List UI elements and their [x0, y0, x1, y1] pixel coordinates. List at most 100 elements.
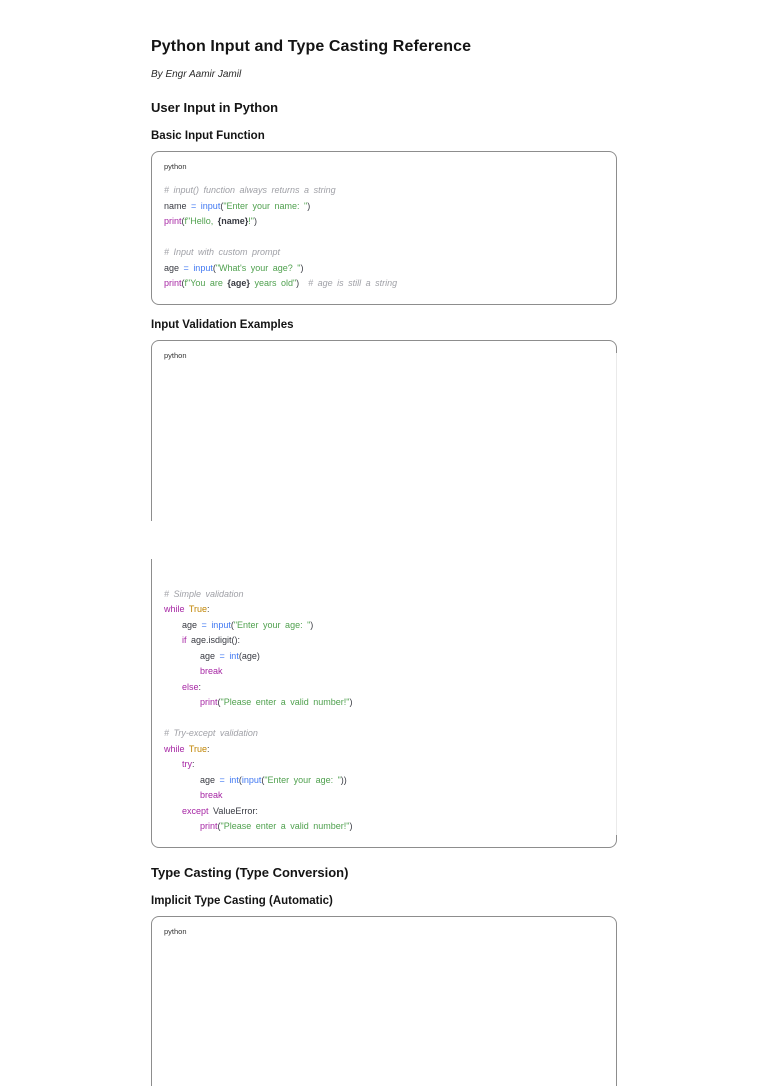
code-line: name = input("Enter your name: ") — [164, 199, 604, 215]
code-token-tx: ValueError: — [208, 805, 258, 816]
code-token-tx: : — [207, 604, 210, 614]
heading-input-validation: Input Validation Examples — [151, 318, 294, 331]
code-token-st: !" — [248, 216, 254, 226]
code-token-st: years old" — [249, 278, 297, 288]
code-token-tx: ) — [296, 278, 309, 288]
code-line — [164, 230, 604, 246]
code-line: # Try-except validation — [164, 726, 604, 742]
code-line: while True: — [164, 742, 604, 758]
document-page: Python Input and Type Casting Reference … — [151, 0, 617, 1086]
code-token-fn: input — [200, 200, 221, 211]
code-token-tx: age — [164, 774, 220, 785]
code-token-st: "Please enter a valid number!" — [220, 697, 350, 707]
code-line: # input() function always returns a stri… — [164, 183, 604, 199]
blank-page-space — [164, 372, 604, 587]
code-token-tx: age.isdigit(): — [186, 635, 241, 645]
code-token-st: "Please enter a valid number!" — [220, 821, 350, 831]
code-token-tx: ( — [212, 262, 216, 273]
code-token-tx: ) — [310, 619, 314, 630]
code-language-label: python — [164, 350, 187, 360]
code-language-label: python — [164, 926, 187, 936]
code-line: if age.isdigit(): — [164, 633, 604, 649]
code-token-st: "What's your age? " — [215, 262, 301, 273]
code-token-or: True — [188, 743, 208, 754]
code-line: age = input("What's your age? ") — [164, 261, 604, 277]
code-token-tx: ) — [349, 821, 353, 831]
code-line: break — [164, 788, 604, 804]
code-token-op: = — [201, 619, 207, 630]
border-fade-artifact — [615, 352, 617, 835]
code-token-tx — [164, 635, 182, 645]
code-token-kw: else — [182, 681, 199, 692]
code-token-tx — [164, 821, 200, 831]
code-token-tx: ( — [230, 619, 234, 630]
code-token-st: "Enter your age: " — [233, 619, 311, 630]
code-token-tx — [164, 697, 200, 707]
code-line: age = int(input("Enter your age: ")) — [164, 773, 604, 789]
code-token-st: f"Hello, — [184, 216, 218, 226]
code-token-tx: ( — [181, 216, 185, 226]
code-token-tx — [164, 759, 182, 769]
code-line: else: — [164, 680, 604, 696]
code-line: print(f"You are {age} years old") # age … — [164, 276, 604, 292]
heading-basic-input: Basic Input Function — [151, 130, 265, 142]
code-token-tx: ( — [217, 697, 221, 707]
code-token-br: {name} — [217, 216, 249, 226]
code-token-cm: # age is still a string — [308, 278, 398, 288]
code-token-kw: print — [200, 697, 218, 707]
code-token-cm: # Try-except validation — [164, 728, 258, 738]
code-token-kw: print — [200, 821, 218, 831]
code-token-op: = — [219, 774, 225, 785]
code-token-op: = — [183, 262, 189, 273]
code-token-tx: : — [192, 759, 195, 769]
code-line: break — [164, 664, 604, 680]
code-token-op: = — [191, 200, 197, 211]
code-token-tx: age — [164, 262, 184, 273]
page-title: Python Input and Type Casting Reference — [151, 38, 472, 55]
code-token-tx — [164, 666, 200, 676]
code-token-op: = — [219, 650, 225, 661]
code-language-label: python — [164, 162, 187, 171]
code-token-kw: break — [200, 790, 223, 800]
code-token-tx: ) — [300, 262, 304, 273]
code-token-kw: try — [182, 759, 193, 769]
code-line — [164, 711, 604, 727]
author-byline: By Engr Aamir Jamil — [151, 69, 242, 80]
code-token-tx: ( — [181, 278, 185, 288]
code-content: # input() function always returns a stri… — [164, 183, 604, 292]
code-token-tx — [164, 790, 200, 800]
code-line: print("Please enter a valid number!") — [164, 695, 604, 711]
code-token-fn: input — [241, 774, 262, 785]
code-token-kw: except — [182, 805, 209, 816]
code-token-cm: # Input with custom prompt — [164, 247, 281, 257]
code-line: print("Please enter a valid number!") — [164, 819, 604, 835]
code-line: # Simple validation — [164, 587, 604, 603]
heading-type-casting: Type Casting (Type Conversion) — [151, 864, 349, 880]
code-block-implicit-casting: python — [151, 915, 617, 1086]
code-line: age = input("Enter your age: ") — [164, 618, 604, 634]
code-line: while True: — [164, 602, 604, 618]
code-token-kw: break — [200, 666, 223, 676]
code-token-fn: int — [229, 650, 239, 661]
heading-user-input: User Input in Python — [151, 100, 279, 115]
code-line: except ValueError: — [164, 804, 604, 820]
code-token-kw: print — [164, 278, 182, 288]
code-line: print(f"Hello, {name}!") — [164, 214, 604, 230]
code-token-tx: ( — [261, 774, 265, 785]
code-token-or: True — [188, 604, 208, 614]
code-line: try: — [164, 757, 604, 773]
code-token-kw: if — [182, 635, 187, 645]
code-token-tx: : — [198, 681, 202, 692]
code-token-tx: age — [164, 650, 220, 661]
border-gap-artifact — [151, 520, 153, 559]
code-token-tx: ( — [220, 200, 224, 211]
heading-implicit-casting: Implicit Type Casting (Automatic) — [151, 894, 333, 907]
code-token-tx: name — [164, 200, 192, 211]
code-token-kw: while — [164, 604, 185, 614]
code-token-tx: (age) — [238, 650, 260, 661]
code-token-st: "Enter your name: " — [223, 200, 308, 211]
code-token-fn: int — [229, 774, 239, 785]
code-token-st: f"You are — [184, 278, 228, 288]
code-token-tx — [164, 806, 182, 816]
